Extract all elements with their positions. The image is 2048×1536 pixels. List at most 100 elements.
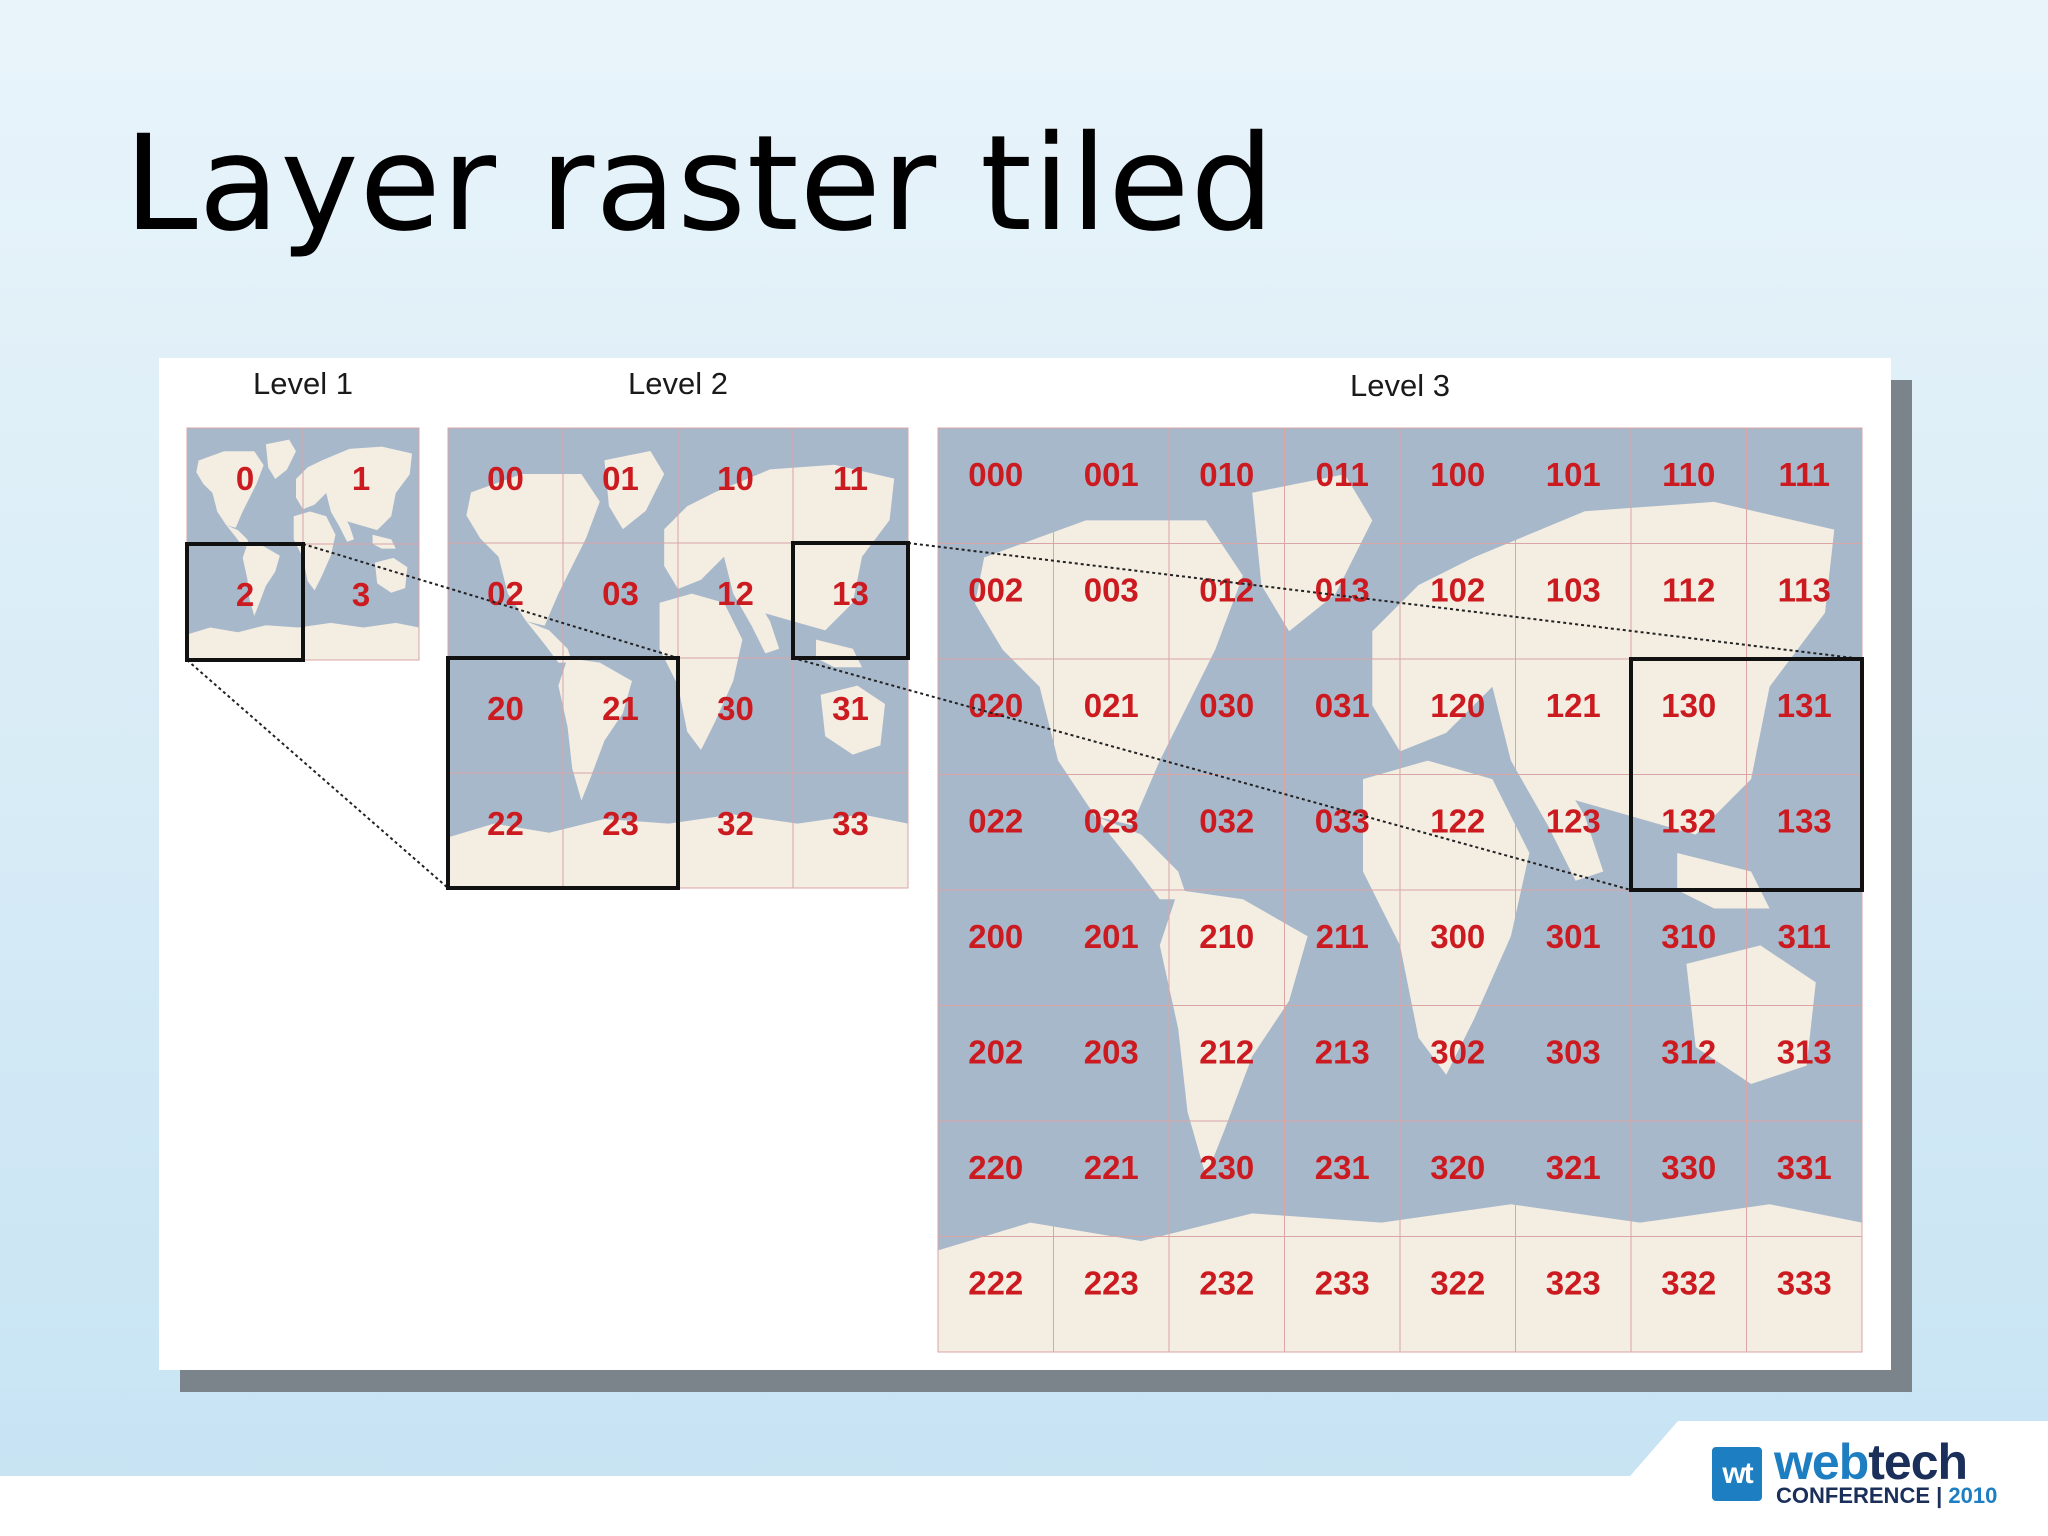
zoom-connector — [302, 543, 679, 659]
tile-label: 020 — [968, 687, 1023, 724]
level-1-label: Level 1 — [253, 366, 353, 401]
zoom-connector — [792, 657, 1632, 891]
landmass — [604, 451, 665, 530]
world-map — [187, 439, 419, 660]
tile-label: 201 — [1084, 918, 1139, 955]
tile-label: 300 — [1430, 918, 1485, 955]
tile-label: 230 — [1199, 1149, 1254, 1186]
level-2-label: Level 2 — [628, 366, 728, 401]
landmass — [664, 492, 734, 589]
tile-label: 130 — [1661, 687, 1716, 724]
tile-label: 210 — [1199, 918, 1254, 955]
landmass — [820, 685, 885, 755]
landmass — [526, 621, 573, 663]
logo-word-web: web — [1774, 1434, 1869, 1490]
tile-label: 322 — [1430, 1265, 1485, 1302]
landmass — [1159, 890, 1308, 1177]
tile-label: 211 — [1316, 918, 1369, 955]
tile-label: 231 — [1315, 1149, 1370, 1186]
logo-mark: wt — [1712, 1447, 1762, 1501]
logo-mark-text: wt — [1722, 1457, 1753, 1490]
landmass — [1372, 557, 1511, 752]
tile-label: 132 — [1661, 803, 1716, 840]
tile-label: 33 — [832, 805, 869, 842]
tile-label: 030 — [1199, 687, 1254, 724]
tile-label: 023 — [1084, 803, 1139, 840]
landmass — [659, 593, 743, 750]
tile-label: 223 — [1084, 1265, 1139, 1302]
tile-label: 101 — [1546, 456, 1601, 493]
tile-label: 32 — [717, 805, 754, 842]
tile-label: 133 — [1777, 803, 1832, 840]
tile-label: 13 — [832, 575, 869, 612]
level-3-label: Level 3 — [1350, 368, 1450, 403]
tile-label: 20 — [487, 690, 524, 727]
landmass — [226, 525, 250, 547]
tile-label: 001 — [1084, 456, 1139, 493]
landmass — [265, 439, 296, 479]
webtech-logo: wt webtech CONFERENCE | 2010 — [1712, 1434, 1997, 1508]
tile-label: 03 — [602, 575, 639, 612]
landmass — [975, 520, 1243, 826]
tile-label: 012 — [1199, 572, 1254, 609]
tile-label: 11 — [833, 460, 868, 497]
tile-label: 331 — [1777, 1149, 1832, 1186]
landmass — [293, 511, 336, 591]
tile-label: 122 — [1430, 803, 1485, 840]
tile-label: 312 — [1661, 1034, 1716, 1071]
tile-label: 031 — [1315, 687, 1370, 724]
landmass — [242, 544, 280, 616]
tile-label: 10 — [717, 460, 754, 497]
child-tiles-highlight — [1629, 657, 1864, 892]
tile-label: 232 — [1199, 1265, 1254, 1302]
tile-label: 200 — [968, 918, 1023, 955]
tile-label: 113 — [1778, 572, 1831, 609]
zoom-connector — [907, 542, 1863, 660]
landmass — [296, 460, 331, 510]
tile-label: 102 — [1430, 572, 1485, 609]
tile-label: 002 — [968, 572, 1023, 609]
tile-label: 213 — [1315, 1034, 1370, 1071]
tile-label: 30 — [717, 690, 754, 727]
tile-label: 221 — [1084, 1149, 1139, 1186]
logo-subtitle: CONFERENCE | 2010 — [1776, 1483, 1998, 1508]
source-tile-highlight — [791, 541, 910, 660]
tile-label: 0 — [236, 460, 254, 497]
tile-label: 313 — [1777, 1034, 1832, 1071]
landmass — [558, 658, 632, 801]
tile-label: 212 — [1199, 1034, 1254, 1071]
logo-word: webtech — [1774, 1433, 1968, 1491]
landmass — [1510, 760, 1604, 881]
landmass — [372, 534, 396, 549]
tile-label: 013 — [1315, 572, 1370, 609]
landmass — [196, 451, 264, 528]
landmass — [1686, 945, 1816, 1084]
source-tile-highlight — [185, 542, 305, 662]
tile-label: 311 — [1778, 918, 1831, 955]
tile-label: 1 — [352, 460, 370, 497]
tile-label: 010 — [1199, 456, 1254, 493]
tile-label: 320 — [1430, 1149, 1485, 1186]
tile-label: 121 — [1546, 687, 1601, 724]
tile-label: 032 — [1199, 803, 1254, 840]
tile-label: 00 — [487, 460, 524, 497]
tile-label: 131 — [1777, 687, 1832, 724]
tile-label: 112 — [1662, 572, 1715, 609]
tile-label: 033 — [1315, 803, 1370, 840]
tile-label: 330 — [1661, 1149, 1716, 1186]
child-tiles-highlight — [446, 656, 680, 890]
tile-label: 021 — [1084, 687, 1139, 724]
tile-label: 222 — [968, 1265, 1023, 1302]
tile-label: 003 — [1084, 572, 1139, 609]
logo-sub-year: 2010 — [1948, 1483, 1998, 1508]
landmass — [816, 639, 862, 668]
zoom-connector — [186, 659, 449, 889]
tile-label: 000 — [968, 456, 1023, 493]
tile-label: 31 — [832, 690, 869, 727]
logo-sub-conference: CONFERENCE — [1776, 1483, 1931, 1508]
landmass — [714, 464, 895, 631]
tile-label: 21 — [602, 690, 639, 727]
tile-label: 202 — [968, 1034, 1023, 1071]
tile-label: 110 — [1662, 456, 1715, 493]
